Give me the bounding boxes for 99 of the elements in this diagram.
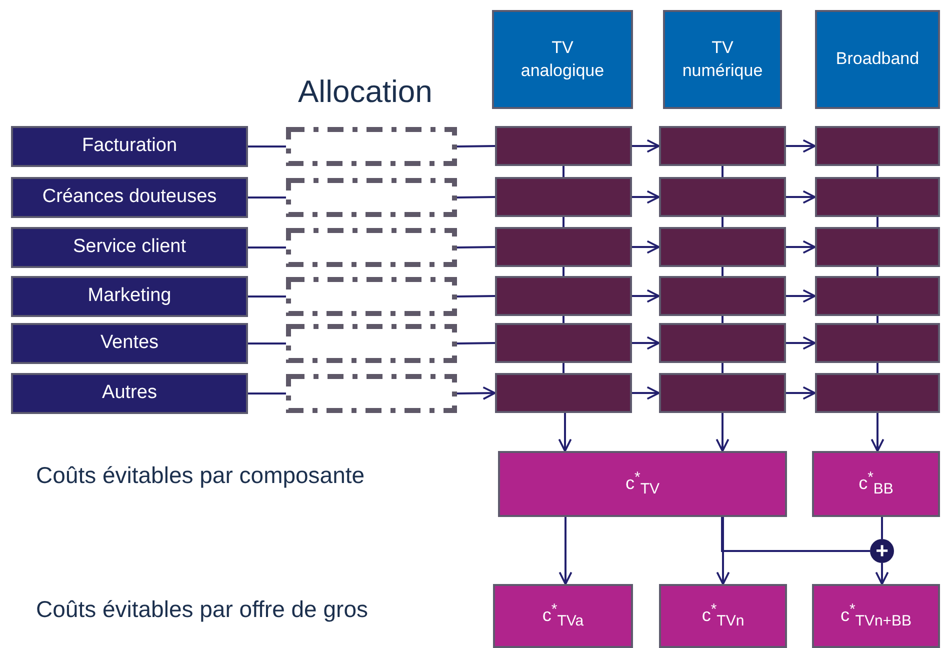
plus-sign: + [876, 540, 888, 562]
arrow [786, 336, 816, 350]
cost-cell [495, 177, 632, 217]
arrow [716, 517, 730, 585]
category-name: Facturation [82, 134, 178, 158]
section-heading: Allocation [298, 74, 432, 110]
service-box [663, 10, 782, 109]
arrow [870, 413, 884, 452]
allocation-box [286, 127, 457, 166]
connector-line [456, 295, 496, 298]
category-name: Service client [73, 235, 186, 260]
arrow [786, 386, 816, 400]
connector-line [876, 267, 878, 276]
allocation-box [286, 178, 457, 217]
connector-line [248, 392, 286, 394]
avoidable-cost-box [498, 451, 787, 517]
cost-cell [659, 373, 786, 413]
cost-cell [495, 276, 632, 316]
cost-cell [495, 373, 632, 413]
arrow [558, 413, 572, 452]
connector-line [248, 296, 286, 298]
arrow [786, 240, 816, 254]
row-label: Coûts évitables par offre de gros [36, 596, 368, 623]
sum-circle [870, 539, 894, 563]
arrow [632, 336, 660, 350]
wholesale-cost-box [659, 584, 787, 648]
connector-line [562, 217, 564, 227]
connector-line [881, 517, 883, 539]
cost-category-box [11, 373, 248, 414]
arrow [875, 563, 889, 585]
cost-cell [815, 323, 940, 363]
service-name: TV numérique [682, 37, 763, 82]
connector-line [876, 166, 878, 177]
category-name: Autres [102, 381, 157, 406]
category-name: Créances douteuses [42, 185, 217, 210]
arrow [632, 289, 660, 303]
connector-line [722, 166, 724, 177]
service-name: Broadband [836, 48, 920, 70]
allocation-box [286, 374, 457, 413]
cost-category-box [11, 126, 248, 167]
cost-cell [659, 227, 786, 267]
cost-cell [815, 227, 940, 267]
arrow [558, 517, 572, 585]
arrow [456, 386, 496, 400]
connector-line [248, 146, 286, 148]
connector-line [722, 316, 724, 323]
cost-cell [659, 323, 786, 363]
arrow [632, 190, 660, 204]
connector-line [876, 363, 878, 373]
connector-line [562, 363, 564, 373]
cost-cell [659, 276, 786, 316]
allocation-box [286, 277, 457, 316]
allocation-box [286, 228, 457, 267]
cost-cell [495, 227, 632, 267]
cost-cell [815, 126, 940, 166]
cost-cell [815, 373, 940, 413]
category-name: Ventes [100, 331, 159, 356]
arrow [632, 240, 660, 254]
service-box [815, 10, 940, 109]
arrow [632, 386, 660, 400]
connector-line [456, 342, 496, 344]
cost-cell [495, 323, 632, 363]
connector-line [722, 217, 724, 227]
arrow [786, 139, 816, 153]
category-name: Marketing [88, 284, 172, 308]
arrow [786, 289, 816, 303]
arrow [716, 413, 730, 452]
service-name: TV analogique [520, 37, 606, 82]
connector-line [248, 196, 286, 198]
connector-line [248, 342, 286, 344]
connector-line [562, 267, 564, 276]
connector-line [456, 196, 496, 198]
connector-line [456, 145, 496, 148]
wholesale-cost-box [812, 584, 940, 648]
arrow [632, 139, 660, 153]
connector-line [248, 246, 286, 248]
service-box [492, 10, 633, 109]
cost-category-box [11, 323, 248, 364]
cost-cell [659, 126, 786, 166]
connector-line [721, 517, 870, 552]
cost-cell [495, 126, 632, 166]
connector-line [562, 166, 564, 177]
arrow [786, 190, 816, 204]
cost-cell [815, 276, 940, 316]
connector-line [456, 246, 496, 248]
connector-line [876, 217, 878, 227]
connector-line [562, 316, 564, 323]
cost-category-box [11, 276, 248, 317]
row-label: Coûts évitables par composante [36, 462, 365, 489]
cost-cell [659, 177, 786, 217]
cost-category-box [11, 177, 248, 218]
connector-line [722, 267, 724, 276]
wholesale-cost-box [493, 584, 633, 648]
avoidable-cost-box [812, 451, 940, 517]
connector-line [722, 363, 724, 373]
cost-category-box [11, 227, 248, 268]
cost-cell [815, 177, 940, 217]
allocation-box [286, 324, 457, 363]
connector-line [876, 316, 878, 323]
